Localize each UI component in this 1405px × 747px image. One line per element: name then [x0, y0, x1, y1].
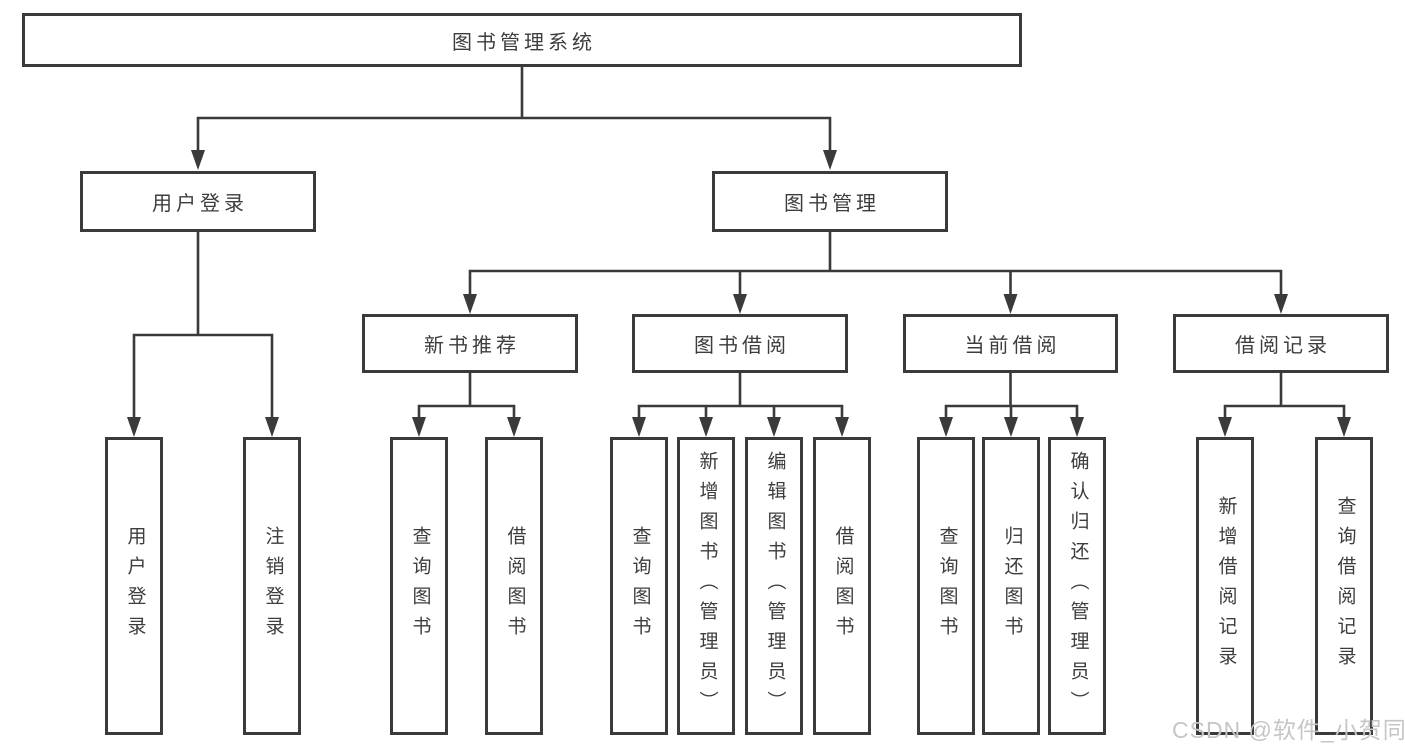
leaf-query-borrow-record: 查询借阅记录 — [1315, 437, 1373, 735]
leaf-add-borrow-record: 新增借阅记录 — [1196, 437, 1254, 735]
leaf-query-books-current: 查询图书 — [917, 437, 975, 735]
node-book-management: 图书管理 — [712, 171, 948, 232]
node-current-borrowing: 当前借阅 — [903, 314, 1118, 373]
connector-records-to-leaves — [1223, 371, 1346, 422]
node-user-login: 用户登录 — [80, 171, 316, 232]
leaf-query-books-borrowing: 查询图书 — [610, 437, 668, 735]
connector-bookmgmt-to-level3 — [468, 229, 1283, 298]
leaf-return-books: 归还图书 — [982, 437, 1040, 735]
node-library-system: 图书管理系统 — [22, 13, 1022, 67]
connector-borrowing-to-leaves — [637, 371, 844, 422]
node-book-borrowing: 图书借阅 — [632, 314, 848, 373]
leaf-confirm-return-admin: 确认归还（管理员） — [1048, 437, 1106, 735]
node-new-book-recommend: 新书推荐 — [362, 314, 578, 373]
connector-newbooks-to-leaves — [417, 371, 516, 422]
leaf-query-books-recommend: 查询图书 — [390, 437, 448, 735]
csdn-watermark: CSDN @软件_小贺同学 — [1172, 717, 1405, 743]
connector-userlogin-to-leaves — [132, 229, 274, 421]
leaf-logout: 注销登录 — [243, 437, 301, 735]
leaf-edit-book-admin: 编辑图书（管理员） — [745, 437, 803, 735]
leaf-borrow-books-borrowing: 借阅图书 — [813, 437, 871, 735]
leaf-borrow-books-recommend: 借阅图书 — [485, 437, 543, 735]
leaf-add-book-admin: 新增图书（管理员） — [677, 437, 735, 735]
connector-root-to-level2 — [196, 65, 832, 154]
connector-current-to-leaves — [944, 371, 1079, 422]
leaf-user-login: 用户登录 — [105, 437, 163, 735]
node-borrowing-records: 借阅记录 — [1173, 314, 1389, 373]
